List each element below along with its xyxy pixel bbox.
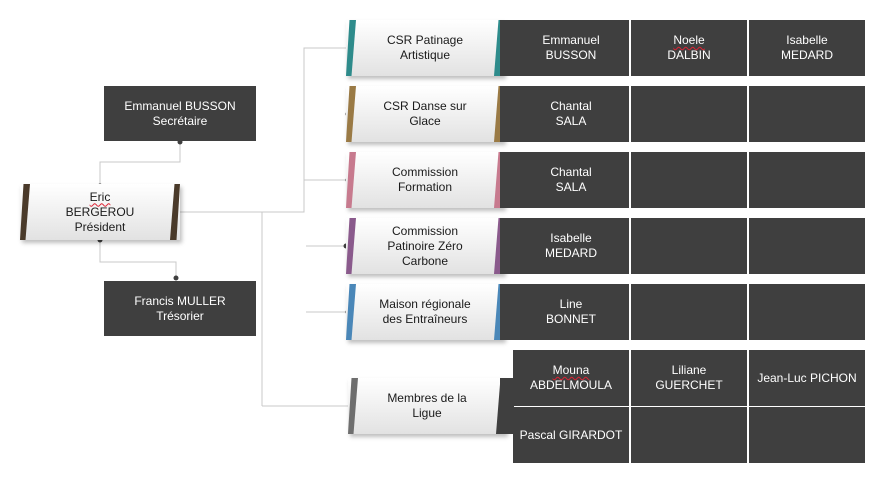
committee-label-line: Formation [397,180,452,194]
committee-accent-right [494,152,504,208]
member-last-name: SALA [555,114,587,128]
member-cell [749,218,865,274]
committee-accent-right [494,86,504,142]
president-accent-right [170,184,180,240]
league-member-name-line1: Liliane [671,363,707,377]
committee-row-band [500,152,514,208]
league-row-band [500,378,514,434]
league-label-line1: Membres de la [387,391,467,405]
committee-accent-left [346,20,356,76]
league-box: Membres de la Ligue [348,378,506,434]
committee-label-line: Patinoire Zéro [387,238,463,253]
committee-label-line: Artistique [399,48,450,62]
member-last-name: SALA [555,180,587,194]
president-box: Eric BERGEROU Président [20,184,180,240]
president-last-name: BERGEROU [65,204,135,219]
league-member-name-line2: ABDELMOULA [529,378,613,392]
secretary-name: Emmanuel BUSSON [124,98,236,113]
committee-row-band [500,218,514,274]
league-member-name-line2: GUERCHET [655,378,723,392]
league-member-name-line1: Pascal GIRARDOT [519,427,623,442]
committee-accent-left [346,86,356,142]
committee-accent-right [494,20,504,76]
member-last-name: DALBIN [667,48,711,62]
league-member-cell: Pascal GIRARDOT [513,407,629,463]
secretary-role: Secrétaire [152,113,208,128]
committee-accent-right [494,218,504,274]
committee-accent-left [346,218,356,274]
member-first-name: Isabelle [550,231,592,245]
member-first-name: Chantal [550,99,592,113]
president-accent-left [20,184,30,240]
committee-label-line: Carbone [401,253,449,268]
treasurer-role: Trésorier [156,308,204,323]
league-member-name-line1: Jean-Luc PICHON [757,370,857,385]
member-last-name: MEDARD [780,48,833,62]
committee-label-line: Maison régionale [379,297,471,311]
member-cell [631,218,747,274]
secretary-box: Emmanuel BUSSON Secrétaire [104,86,256,141]
league-member-cell [631,407,747,463]
member-cell [631,152,747,208]
committee-label-line: Commission [391,223,458,238]
member-first-name: Chantal [550,165,592,179]
treasurer-name: Francis MULLER [134,293,226,308]
league-member-name-line1: Mouna [552,363,590,377]
member-first-name: Isabelle [786,33,828,47]
member-cell [631,284,747,340]
member-first-name: Line [559,297,583,311]
league-label-line2: Ligue [412,406,442,420]
committee-label-line: des Entraîneurs [382,312,468,326]
member-last-name: BUSSON [545,48,597,62]
member-last-name: BONNET [545,312,596,326]
president-role: Président [74,219,126,234]
member-last-name: MEDARD [544,246,597,260]
league-accent-left [348,378,358,434]
committee-label-line: Glace [409,114,441,128]
member-first-name: Emmanuel [542,33,600,47]
league-member-cell [749,407,865,463]
member-cell [749,86,865,142]
member-first-name: Noele [673,33,705,47]
league-member-cell: Jean-Luc PICHON [749,350,865,406]
member-cell [749,152,865,208]
president-first-name: Eric [89,189,111,204]
committee-label-line: Commission [391,165,458,179]
member-cell [631,86,747,142]
committee-label-line: CSR Patinage [386,33,464,47]
committee-label-line: CSR Danse sur [383,99,467,113]
treasurer-box: Francis MULLER Trésorier [104,281,256,336]
committee-accent-left [346,284,356,340]
member-cell [749,284,865,340]
committee-row-band [500,284,514,340]
committee-accent-left [346,152,356,208]
committee-row-band [500,20,514,76]
committee-row-band [500,86,514,142]
committee-accent-right [494,284,504,340]
